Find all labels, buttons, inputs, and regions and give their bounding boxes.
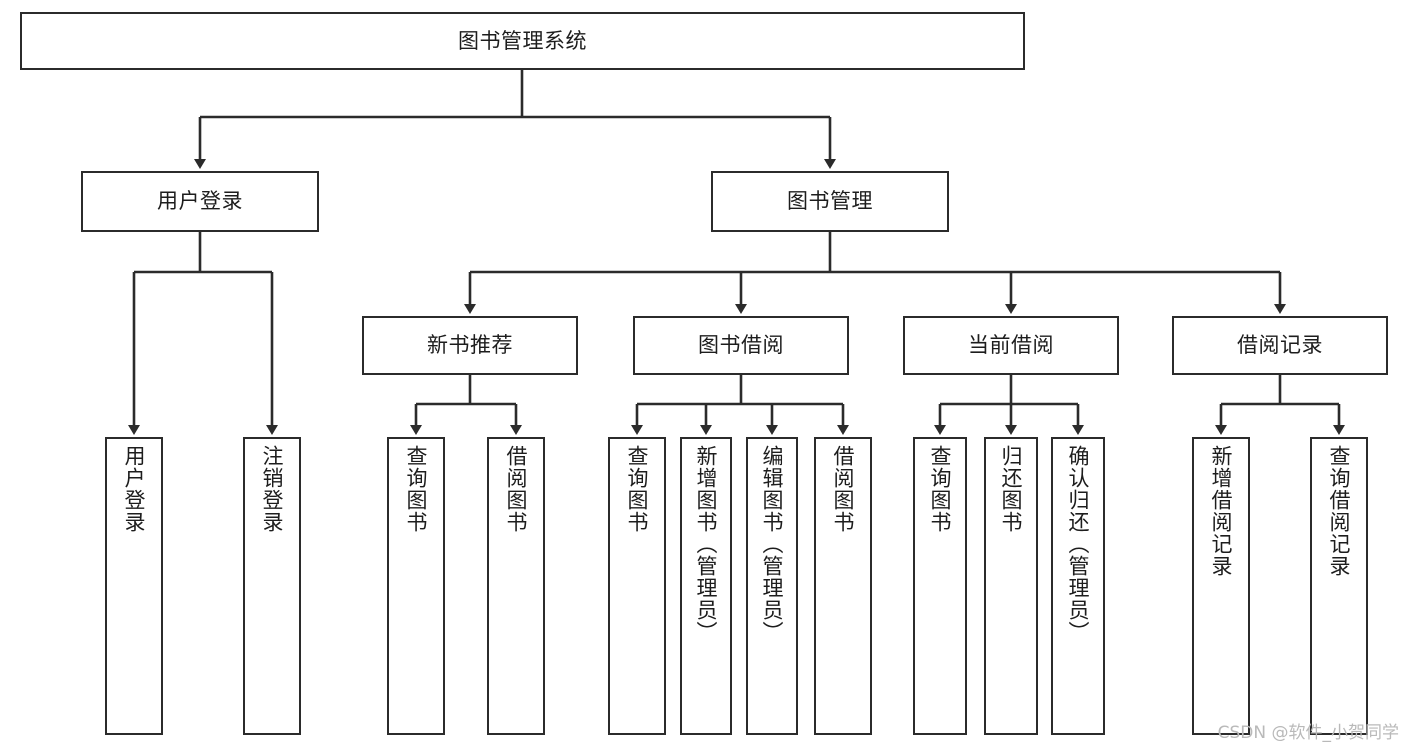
- leaf-borrow-books-borrow[interactable]: 借阅图书: [814, 437, 872, 735]
- leaf-confirm-return-admin[interactable]: 确认归还（管理员）: [1051, 437, 1105, 735]
- leaf-user-login[interactable]: 用户登录: [105, 437, 163, 735]
- node-borrow-records[interactable]: 借阅记录: [1172, 316, 1388, 375]
- node-user-login-label: 用户登录: [157, 189, 243, 214]
- leaf-query-books-borrow-label: 查询图书: [625, 445, 650, 533]
- node-new-book-recommendation-label: 新书推荐: [427, 333, 513, 358]
- leaf-query-books-current[interactable]: 查询图书: [913, 437, 967, 735]
- leaf-add-borrow-record[interactable]: 新增借阅记录: [1192, 437, 1250, 735]
- leaf-query-books-borrow[interactable]: 查询图书: [608, 437, 666, 735]
- leaf-logout-label: 注销登录: [260, 445, 285, 533]
- leaf-add-book-admin-label: 新增图书（管理员）: [694, 445, 719, 643]
- leaf-logout[interactable]: 注销登录: [243, 437, 301, 735]
- leaf-add-borrow-record-label: 新增借阅记录: [1209, 445, 1234, 577]
- leaf-query-books-rec[interactable]: 查询图书: [387, 437, 445, 735]
- node-borrow-records-label: 借阅记录: [1237, 333, 1323, 358]
- leaf-return-books[interactable]: 归还图书: [984, 437, 1038, 735]
- leaf-user-login-label: 用户登录: [122, 445, 147, 533]
- leaf-edit-book-admin-label: 编辑图书（管理员）: [760, 445, 785, 643]
- leaf-borrow-books-rec[interactable]: 借阅图书: [487, 437, 545, 735]
- leaf-borrow-books-borrow-label: 借阅图书: [831, 445, 856, 533]
- leaf-add-book-admin[interactable]: 新增图书（管理员）: [680, 437, 732, 735]
- leaf-query-borrow-record[interactable]: 查询借阅记录: [1310, 437, 1368, 735]
- leaf-query-borrow-record-label: 查询借阅记录: [1327, 445, 1352, 577]
- leaf-edit-book-admin[interactable]: 编辑图书（管理员）: [746, 437, 798, 735]
- node-new-book-recommendation[interactable]: 新书推荐: [362, 316, 578, 375]
- node-current-borrowing[interactable]: 当前借阅: [903, 316, 1119, 375]
- node-book-borrowing[interactable]: 图书借阅: [633, 316, 849, 375]
- leaf-query-books-rec-label: 查询图书: [404, 445, 429, 533]
- leaf-query-books-current-label: 查询图书: [928, 445, 953, 533]
- node-user-login[interactable]: 用户登录: [81, 171, 319, 232]
- node-book-management[interactable]: 图书管理: [711, 171, 949, 232]
- node-book-borrowing-label: 图书借阅: [698, 333, 784, 358]
- node-book-management-label: 图书管理: [787, 189, 873, 214]
- leaf-borrow-books-rec-label: 借阅图书: [504, 445, 529, 533]
- leaf-return-books-label: 归还图书: [999, 445, 1024, 533]
- node-current-borrowing-label: 当前借阅: [968, 333, 1054, 358]
- node-root-label: 图书管理系统: [458, 28, 587, 53]
- leaf-confirm-return-admin-label: 确认归还（管理员）: [1066, 445, 1091, 643]
- node-root[interactable]: 图书管理系统: [20, 12, 1025, 70]
